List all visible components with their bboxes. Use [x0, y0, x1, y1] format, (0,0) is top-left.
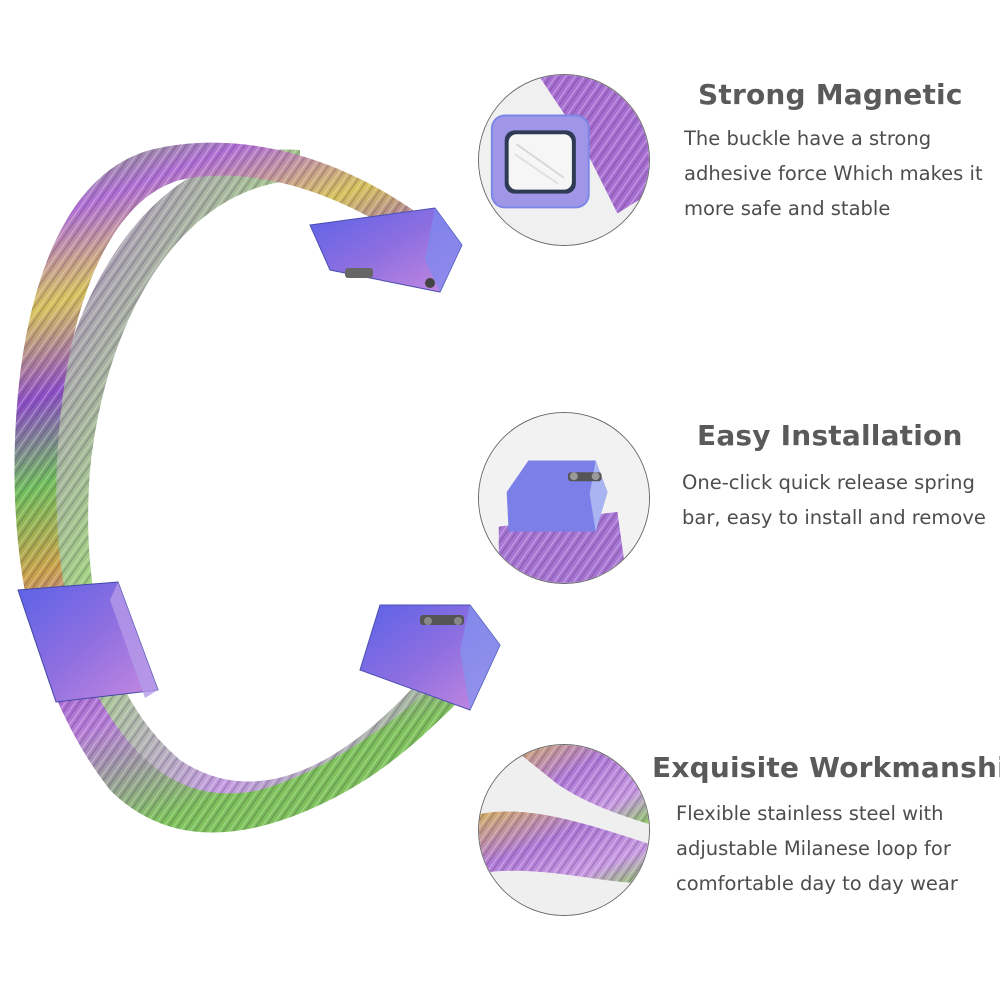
top-connector: [309, 207, 463, 293]
quick-release-detail-image: [478, 412, 650, 584]
milanese-band-image: [14, 142, 501, 833]
feature-line: The buckle have a strong: [684, 127, 932, 150]
feature-line: Flexible stainless steel with: [676, 802, 944, 825]
feature-line: One-click quick release spring: [682, 471, 975, 494]
feature-description-installation: One-click quick release spring bar, easy…: [682, 465, 986, 535]
feature-line: more safe and stable: [684, 197, 891, 220]
feature-description-workmanship: Flexible stainless steel with adjustable…: [676, 796, 958, 901]
feature-title-magnetic: Strong Magnetic: [698, 78, 963, 111]
feature-line: bar, easy to install and remove: [682, 506, 986, 529]
magnetic-buckle-detail-image: [478, 74, 650, 246]
feature-line: adhesive force Which makes it: [684, 162, 983, 185]
milanese-mesh-detail-image: [478, 744, 650, 916]
feature-line: adjustable Milanese loop for: [676, 837, 951, 860]
feature-description-magnetic: The buckle have a strong adhesive force …: [684, 121, 983, 226]
feature-title-installation: Easy Installation: [697, 419, 963, 452]
feature-title-workmanship: Exquisite Workmanship: [652, 751, 1000, 784]
feature-line: comfortable day to day wear: [676, 872, 958, 895]
bottom-connector: [359, 604, 501, 711]
magnetic-buckle: [17, 581, 159, 703]
